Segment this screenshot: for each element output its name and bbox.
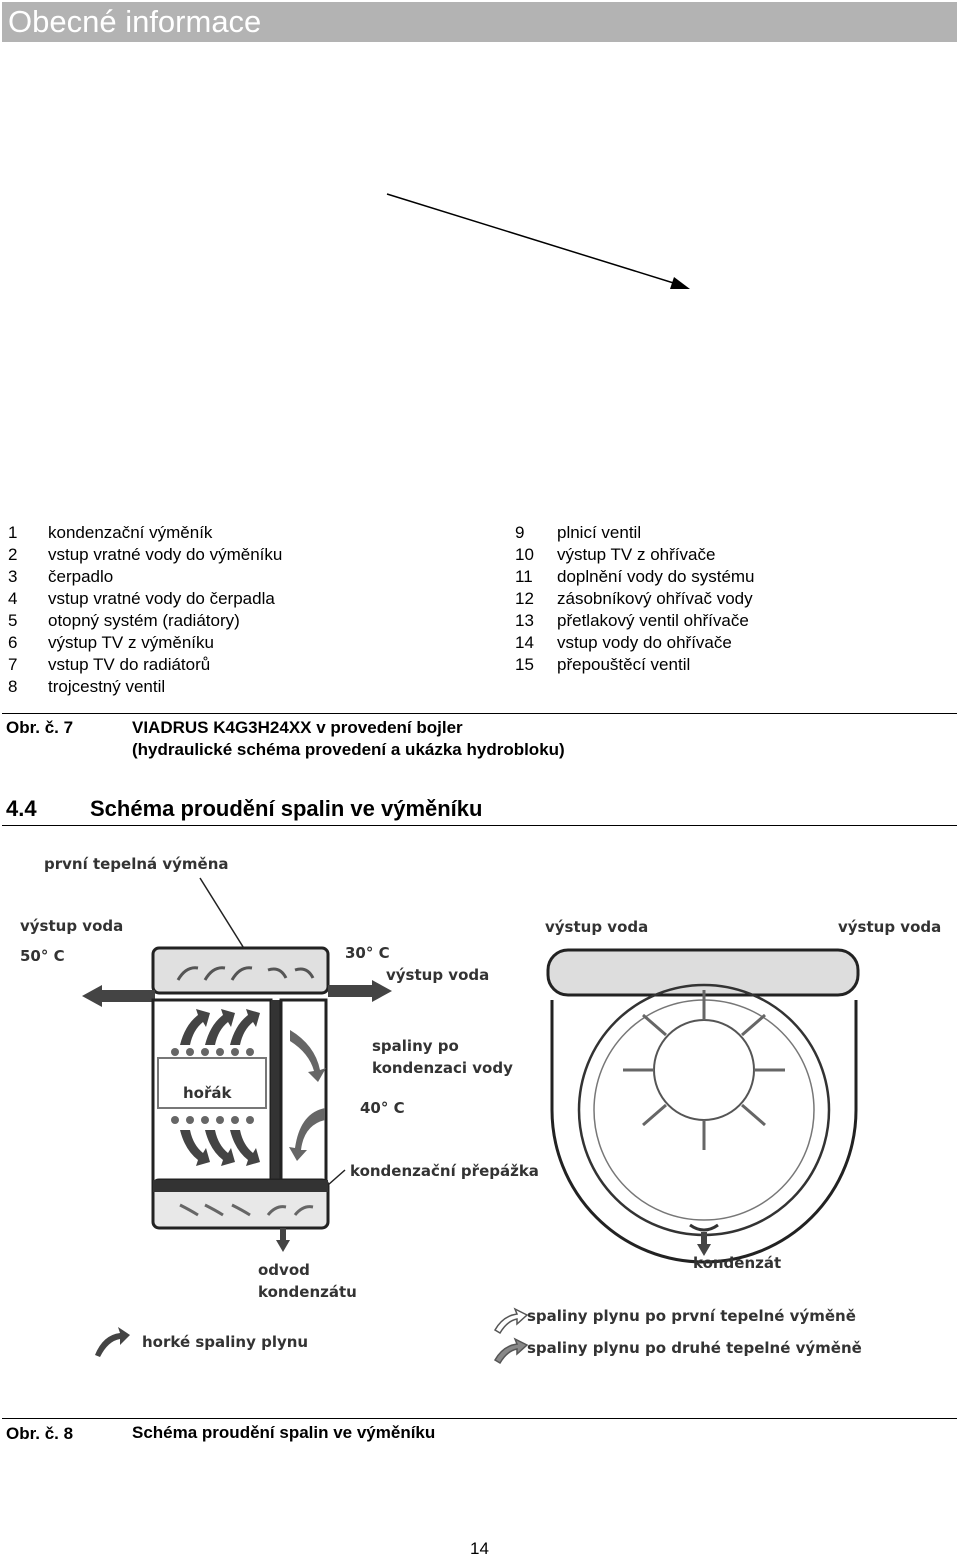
label-flue-first: spaliny plynu po první tepelné výměně (527, 1307, 856, 1325)
hot-flue-arrows (180, 1009, 260, 1166)
radial-arrows (623, 990, 785, 1150)
figure-7-caption-line1: VIADRUS K4G3H24XX v provedení bojler (132, 718, 463, 737)
flue-flow-diagram (82, 877, 860, 1365)
right-outlet-arrow (328, 980, 392, 1002)
label-drain-2: kondenzátu (258, 1283, 357, 1301)
figure-8-caption: Schéma proudění spalin ve výměníku (132, 1423, 436, 1442)
section-number: 4.4 (6, 796, 37, 821)
section-title: Schéma proudění spalin ve výměníku (90, 796, 483, 821)
label-partition: kondenzační přepážka (350, 1162, 539, 1180)
label-temp-30: 30° C (345, 944, 390, 962)
page-header-title: Obecné informace (8, 4, 262, 39)
label-outlet-water-r1: výstup voda (545, 918, 649, 936)
header-bar (2, 2, 957, 42)
top-flow-arrows (176, 966, 315, 981)
figure-7-label: Obr. č. 7 (6, 718, 74, 737)
label-condensate: kondenzát (693, 1254, 782, 1272)
flue-second-legend-icon (493, 1337, 529, 1365)
condensing-partition (153, 1180, 328, 1192)
section-rule (2, 825, 957, 826)
label-flue-after-1: spaliny po (372, 1037, 459, 1055)
flue-down-arrow (290, 1030, 326, 1082)
condensate-drain (689, 1223, 719, 1232)
left-outlet-arrow (82, 985, 155, 1007)
partition-wall (271, 1000, 281, 1195)
flue-first-legend-icon (493, 1307, 529, 1335)
condensing-chamber (279, 998, 328, 1197)
label-first-exchange: první tepelná výměna (44, 855, 229, 873)
caption-rule (2, 713, 957, 714)
hot-flue-legend-icon (95, 1327, 130, 1357)
label-flue-after-2: kondenzaci vody (372, 1059, 513, 1077)
label-temp-40: 40° C (360, 1099, 405, 1117)
page-number: 14 (470, 1539, 489, 1558)
label-flue-second: spaliny plynu po druhé tepelné výměně (527, 1339, 862, 1357)
label-outlet-water-mid: výstup voda (386, 966, 490, 984)
bottom-flow-arrows (179, 1203, 314, 1217)
figure-8-label: Obr. č. 8 (6, 1424, 74, 1443)
label-temp-50: 50° C (20, 947, 65, 965)
label-drain-1: odvod (258, 1261, 310, 1279)
burner-box (157, 1057, 267, 1109)
label-outlet-water-left: výstup voda (20, 917, 124, 935)
figure-7-caption-line2: (hydraulické schéma provedení a ukázka h… (132, 740, 565, 759)
burner-flames (171, 1048, 254, 1124)
label-outlet-water-r2: výstup voda (838, 918, 942, 936)
flue-down-arrow (289, 1108, 325, 1161)
label-burner: hořák (183, 1084, 232, 1102)
leader-line (199, 877, 246, 951)
label-hot-flue: horké spaliny plynu (142, 1333, 309, 1351)
caption-rule (2, 1418, 957, 1419)
leader-arrow (386, 193, 690, 289)
drain-arrow (276, 1228, 290, 1252)
front-top-header (546, 948, 860, 997)
front-drain-arrow (697, 1232, 711, 1256)
